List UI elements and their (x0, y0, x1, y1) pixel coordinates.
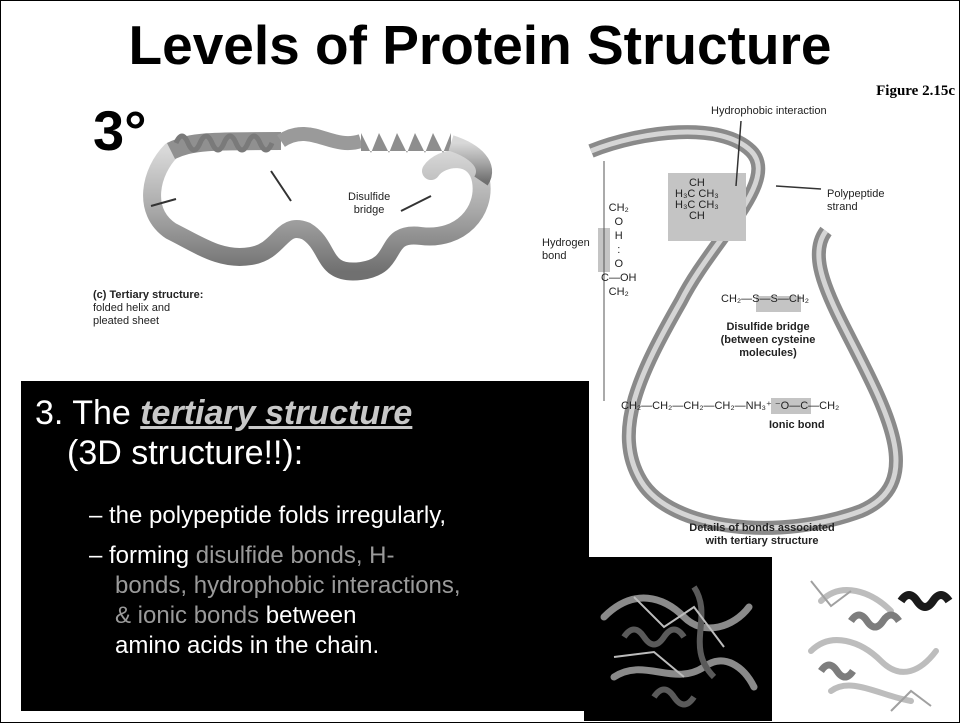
tertiary-heading: 3. The tertiary structure (3D structure!… (35, 393, 412, 473)
slide-title: Levels of Protein Structure (1, 13, 959, 77)
ionic-chain: CH₂—CH₂—CH₂—CH₂—NH₃⁺ ⁻O—C—CH₂ (621, 400, 839, 413)
tertiary-caption: (c) Tertiary structure: folded helix and… (93, 289, 203, 328)
hydrogen-bond-chain: CH₂ O H : O C—OH CH₂ (601, 201, 636, 299)
hydrophobic-interaction-label: Hydrophobic interaction (711, 105, 827, 118)
disulfide-chain: CH₂—S—S—CH₂ (721, 293, 809, 306)
protein-ribbon-image (584, 557, 772, 721)
tertiary-structure-diagram (131, 111, 511, 291)
protein-cartoon-image (791, 561, 956, 721)
bullet-forming-line3: & ionic bonds between (115, 601, 357, 631)
polypeptide-strand-label: Polypeptide strand (827, 188, 885, 214)
bonds-details-caption: Details of bonds associated with tertiar… (677, 522, 847, 548)
bullet-forming-line2: bonds, hydrophobic interactions, (115, 571, 461, 601)
bullet-folds: – the polypeptide folds irregularly, (89, 501, 446, 531)
tertiary-text-box: 3. The tertiary structure (3D structure!… (21, 381, 589, 711)
bullet-forming-line4: amino acids in the chain. (115, 631, 379, 661)
disulfide-bridge-description: Disulfide bridge (between cysteine molec… (718, 321, 818, 360)
disulfide-bridge-label: Disulfide bridge (348, 191, 390, 217)
hydrogen-bond-label: Hydrogen bond (542, 237, 590, 263)
hydrophobic-group: CH H₃C CH₃ H₃C CH₃ CH (675, 178, 719, 222)
figure-reference: Figure 2.15c (876, 83, 955, 100)
bullet-forming: – forming disulfide bonds, H- (89, 541, 395, 571)
ionic-bond-label: Ionic bond (769, 419, 825, 432)
